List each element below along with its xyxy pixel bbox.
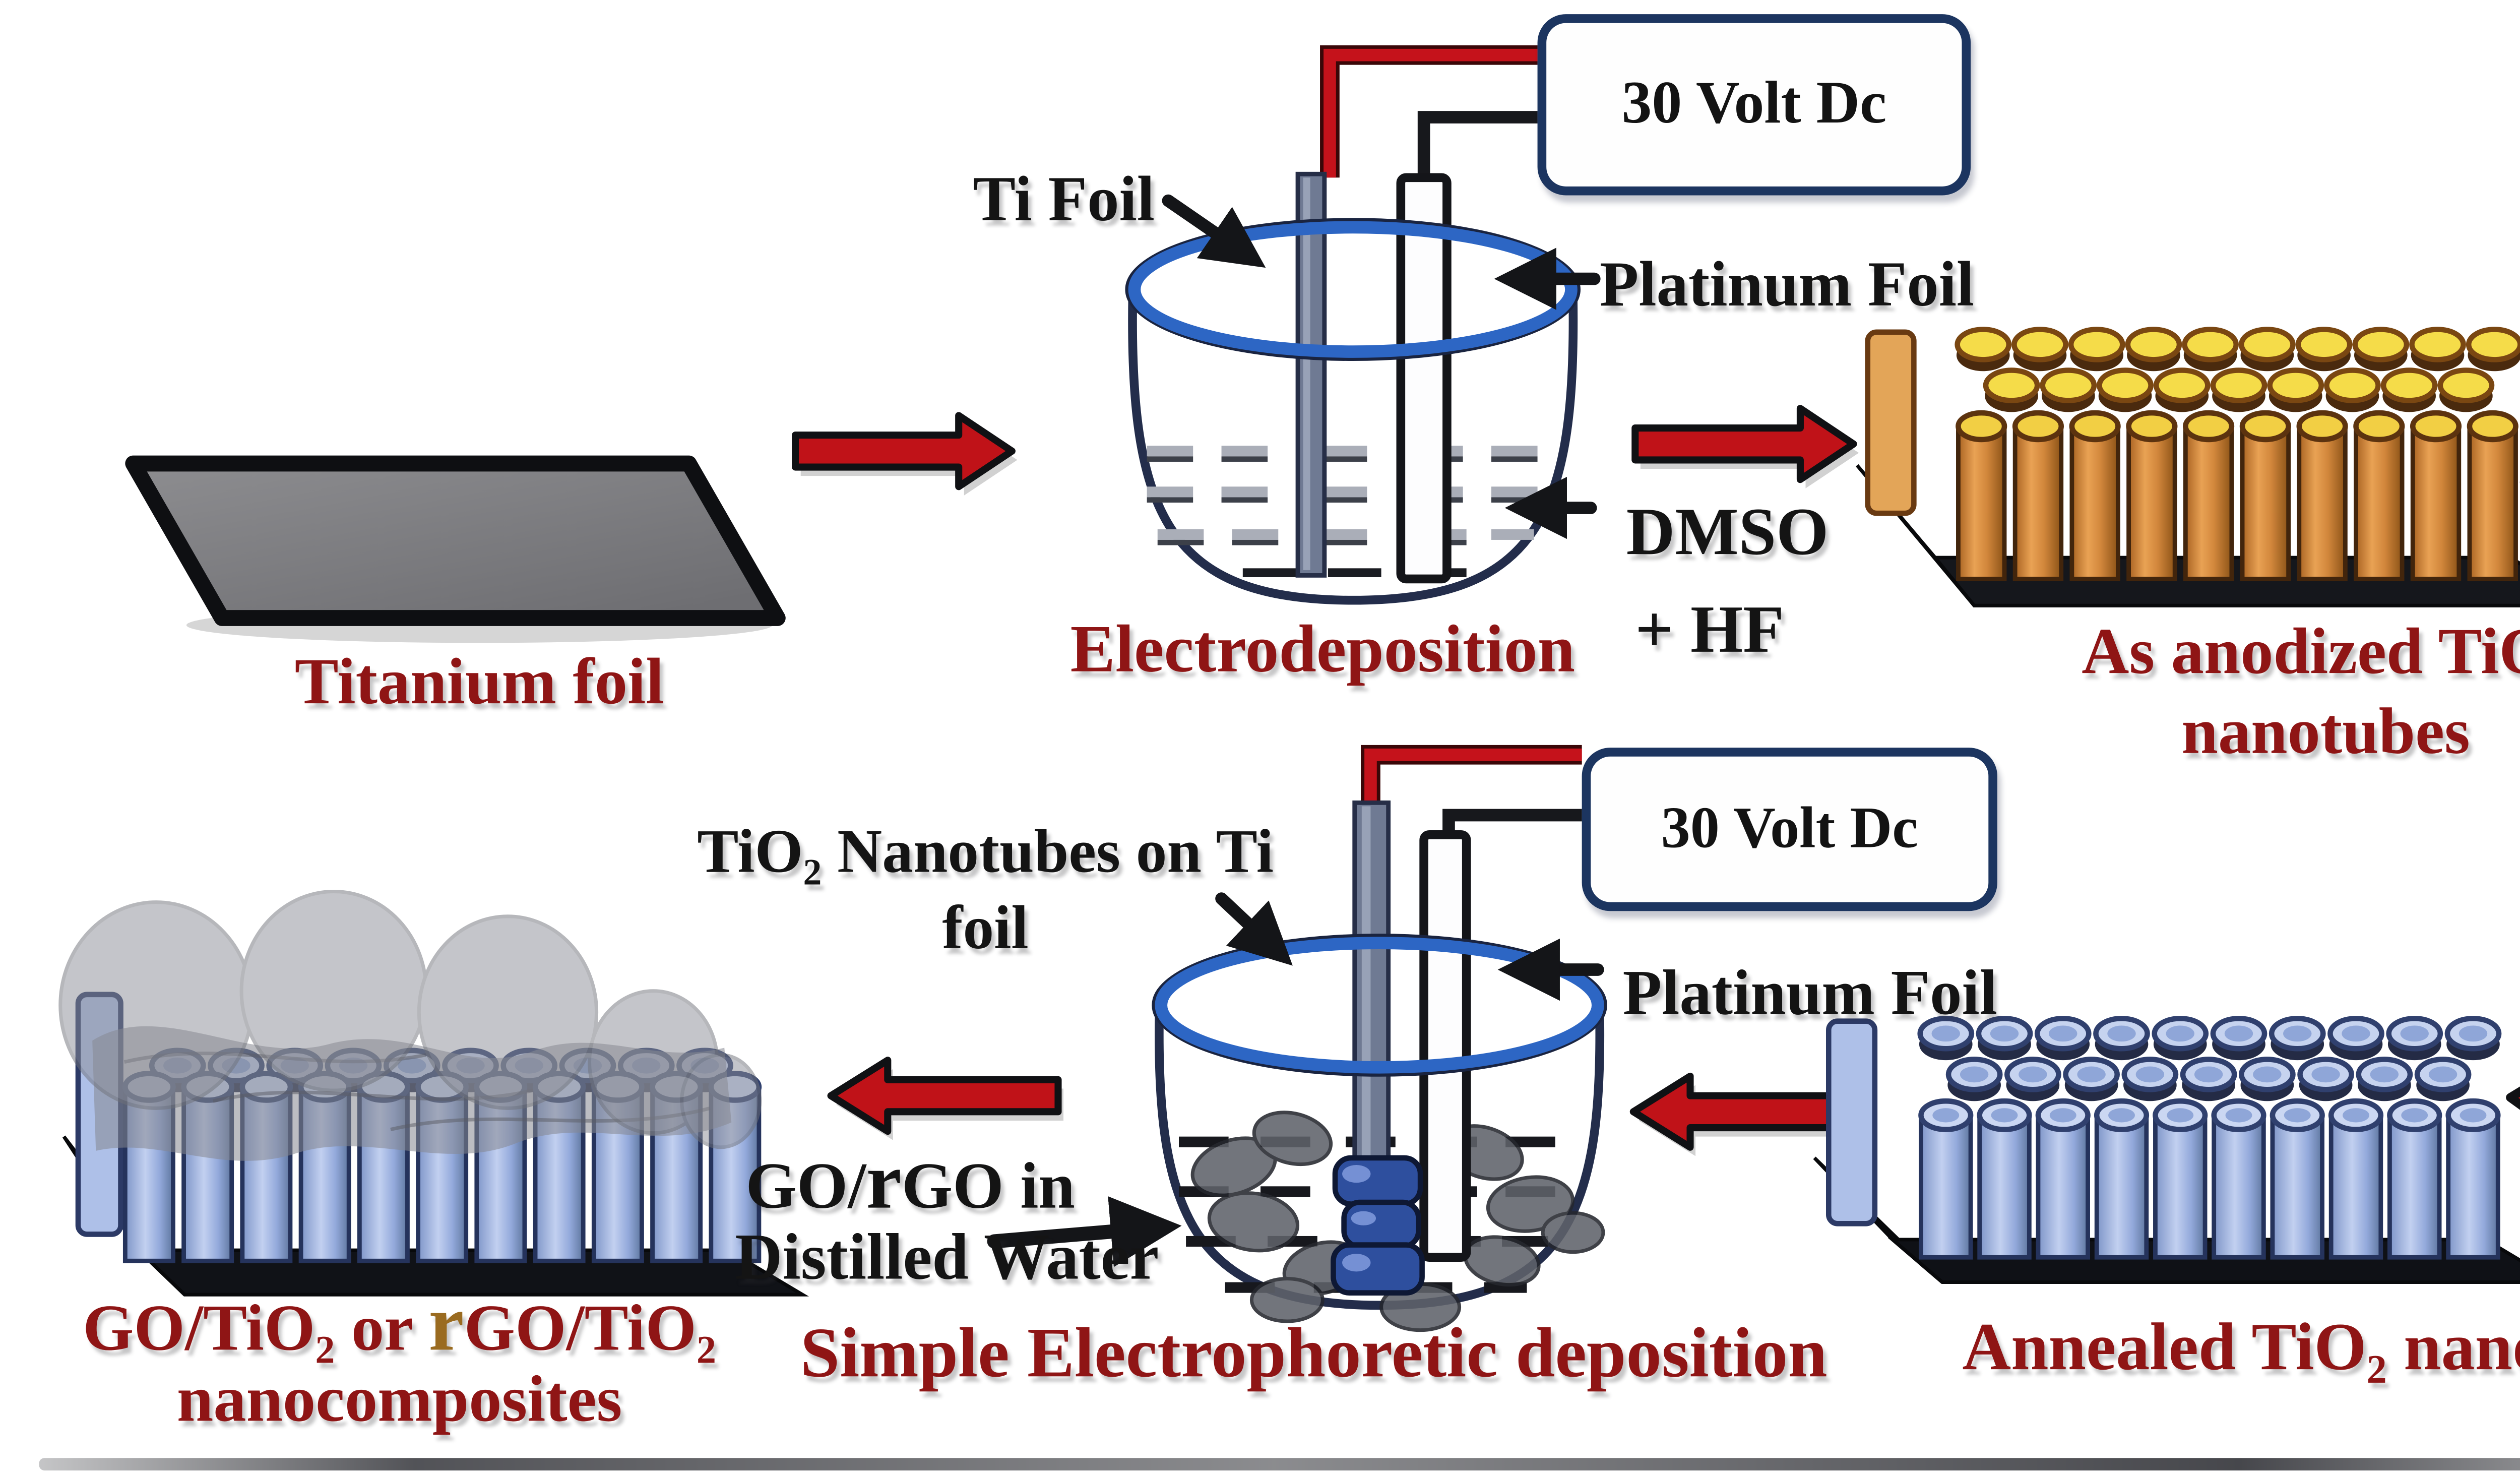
ti-foil-electrode-label: Ti Foil — [973, 163, 1155, 235]
electrolyte-dmso-label: DMSO — [1626, 495, 1829, 570]
arrow-foil-to-cell1 — [792, 412, 1016, 490]
platinum-electrode-1 — [1396, 173, 1452, 584]
titanium-foil-label: Titanium foil — [294, 646, 664, 719]
gorgo-pointer — [987, 1196, 1182, 1267]
red-wire-2 — [1361, 745, 1582, 803]
onti-label-line1: TiO₂ Nanotubes on Ti — [697, 817, 1274, 886]
dc-supply-1-label: 30 Volt Dc — [1621, 71, 1887, 137]
deposit-stack — [1331, 1155, 1425, 1296]
arrow-cell2-to-composite — [827, 1057, 1062, 1135]
orange-back-caps — [1957, 329, 2520, 412]
composite-label-line1: GO/TiO₂ or rGO/TiO₂ — [83, 1278, 716, 1368]
annealed-label: Annealed TiO₂ nanotubes — [1962, 1310, 2520, 1385]
electrolyte-hf-label: + HF — [1635, 593, 1784, 668]
tio2-on-ti-electrode — [1352, 800, 1391, 1182]
beaker1-rim — [1128, 221, 1578, 358]
anodized-label-line1: As anodized TiO₂ — [2082, 616, 2520, 689]
platinum-electrode-2 — [1419, 830, 1471, 1262]
electrolyte-dashes — [1147, 446, 1538, 577]
pointer-arrows — [987, 194, 1604, 1267]
electrodeposition-caption: Electrodeposition — [1070, 612, 1576, 688]
blue-back-caps — [1919, 1018, 2500, 1101]
blue-front-tubes — [1921, 1101, 2498, 1257]
figure-bottom-edge — [39, 1458, 2520, 1470]
go-discs — [58, 889, 762, 1149]
black-wire-2 — [1442, 809, 1582, 835]
electrophoretic-beaker — [1152, 745, 1607, 1332]
dc-supply-box-1: 30 Volt Dc — [1537, 14, 1971, 196]
dc-supply-2-label: 30 Volt Dc — [1661, 796, 1918, 861]
beaker2-rim — [1155, 937, 1604, 1074]
platinum-foil-1-label: Platinum Foil — [1599, 249, 1975, 320]
onti-label-line2: foil — [942, 893, 1029, 963]
composite-label-line2: nanocomposites — [176, 1364, 622, 1437]
orange-front-tubes — [1958, 413, 2515, 579]
electrophoretic-caption: Simple Electrophoretic deposition — [800, 1312, 1828, 1392]
anodized-label-line2: nanotubes — [2181, 696, 2470, 769]
annealed-nanotube-array — [1813, 1018, 2520, 1284]
ti-foil-pointer — [1162, 194, 1266, 268]
process-arrows — [792, 405, 1864, 1151]
platinum-foil-2-label: Platinum Foil — [1622, 957, 1997, 1028]
black-wire-1 — [1417, 111, 1538, 178]
gorgo-label: GO/rGO in — [745, 1136, 1075, 1225]
distilled-water-label: Distilled Water — [735, 1221, 1159, 1295]
electrodeposition-beaker — [1125, 45, 1581, 605]
dc-supply-box-2: 30 Volt Dc — [1582, 748, 1997, 911]
ti-foil-electrode — [1295, 171, 1327, 578]
arrow-cell1-to-anodized — [1631, 405, 1857, 483]
onti-pointer — [1215, 892, 1293, 966]
composite-nanotube-array — [58, 889, 809, 1297]
composite-gold-r: r — [428, 1278, 464, 1368]
gorgo-r: r — [866, 1136, 902, 1225]
anodized-nanotube-array — [1855, 329, 2520, 607]
titanium-foil-graphic — [125, 455, 786, 643]
annealing-curved-arrow — [2506, 478, 2520, 1110]
